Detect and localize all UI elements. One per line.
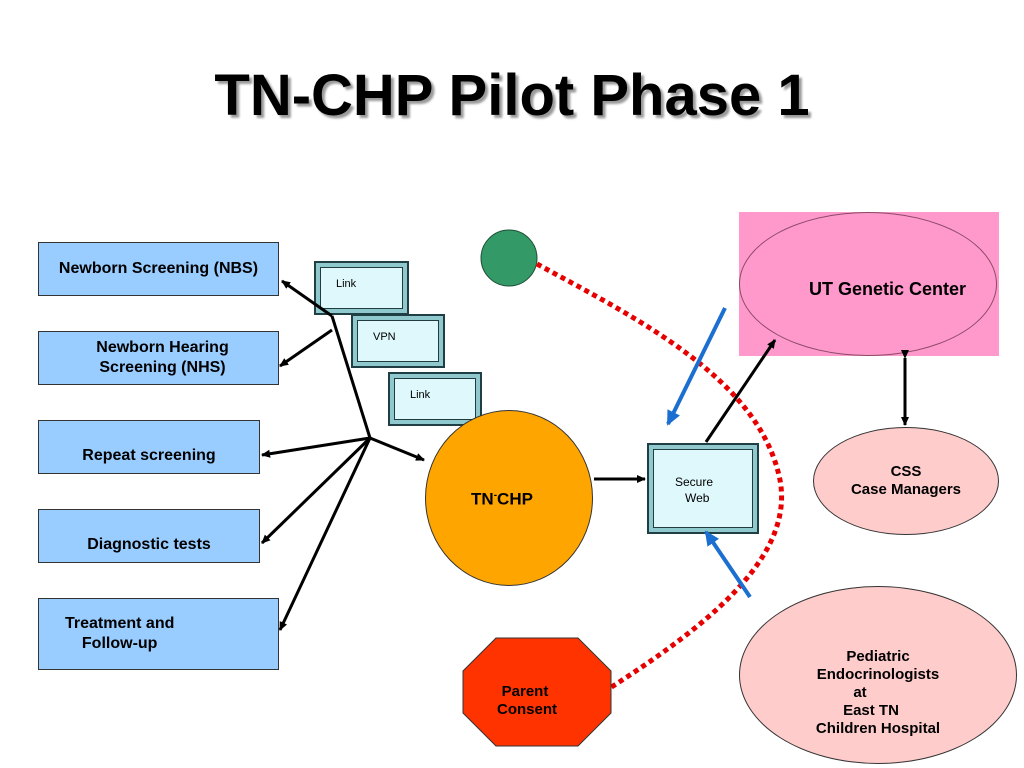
parent-consent-label-line1: Parent bbox=[502, 683, 549, 700]
link-bottom-label: Link bbox=[410, 389, 431, 401]
nhs-label-line1: Newborn Hearing bbox=[96, 339, 229, 356]
nhs-label-line2: Screening (NHS) bbox=[99, 359, 226, 376]
tn-chp-hub: TN-CHP bbox=[425, 410, 593, 586]
treatment-label-line1: Treatment and bbox=[65, 615, 175, 632]
pediatric-label-line1: Pediatric bbox=[846, 648, 910, 665]
repeat-screening-label: Repeat screening bbox=[82, 447, 216, 464]
hub-label-main: TN bbox=[471, 489, 494, 509]
ut-genetic-center-label: UT Genetic Center bbox=[809, 279, 967, 299]
link-connector-top: Link bbox=[314, 261, 409, 315]
repeat-screening-box: Repeat screening bbox=[38, 420, 260, 474]
vpn-connector: VPN bbox=[351, 314, 445, 368]
diagnostic-tests-label: Diagnostic tests bbox=[87, 536, 211, 553]
css-label-line2: Case Managers bbox=[850, 481, 962, 498]
secure-web-box: Secure Web bbox=[647, 443, 759, 534]
treatment-box: Treatment and Follow-up bbox=[38, 598, 279, 670]
css-label-line1: CSS bbox=[890, 463, 922, 480]
vpn-label: VPN bbox=[373, 331, 396, 343]
link-top-label: Link bbox=[336, 278, 357, 290]
hub-label-sup: - bbox=[493, 490, 498, 502]
nhs-box: Newborn Hearing Screening (NHS) bbox=[38, 331, 279, 385]
treatment-label-line2: Follow-up bbox=[81, 635, 158, 652]
nbs-label: Newborn Screening (NBS) bbox=[58, 260, 259, 277]
ut-genetic-center-box: UT Genetic Center bbox=[739, 212, 999, 356]
parent-consent-label-line2: Consent bbox=[497, 701, 557, 718]
nbs-box: Newborn Screening (NBS) bbox=[38, 242, 279, 296]
diagnostic-tests-box: Diagnostic tests bbox=[38, 509, 260, 563]
parent-consent-octagon bbox=[462, 637, 612, 747]
pediatric-label-line3: at bbox=[853, 684, 867, 701]
hub-label-tail: CHP bbox=[497, 489, 533, 509]
blue-arrow-top bbox=[666, 307, 727, 426]
pediatric-label-line2: Endocrinologists bbox=[816, 666, 940, 683]
secure-web-label-line1: Secure bbox=[675, 475, 714, 489]
page-title: TN-CHP Pilot Phase 1 bbox=[214, 63, 810, 128]
pediatric-label-line4: East TN bbox=[843, 702, 899, 719]
css-case-managers: CSS Case Managers bbox=[813, 427, 999, 535]
green-dot bbox=[480, 229, 538, 287]
pediatric-label-line5: Children Hospital bbox=[815, 720, 941, 737]
pediatric-endocrinologists: Pediatric Endocrinologists at East TN Ch… bbox=[739, 586, 1017, 764]
secure-web-label-line2: Web bbox=[685, 491, 710, 505]
link-connector-bottom: Link bbox=[388, 372, 482, 426]
blue-arrow-bottom bbox=[704, 530, 752, 599]
